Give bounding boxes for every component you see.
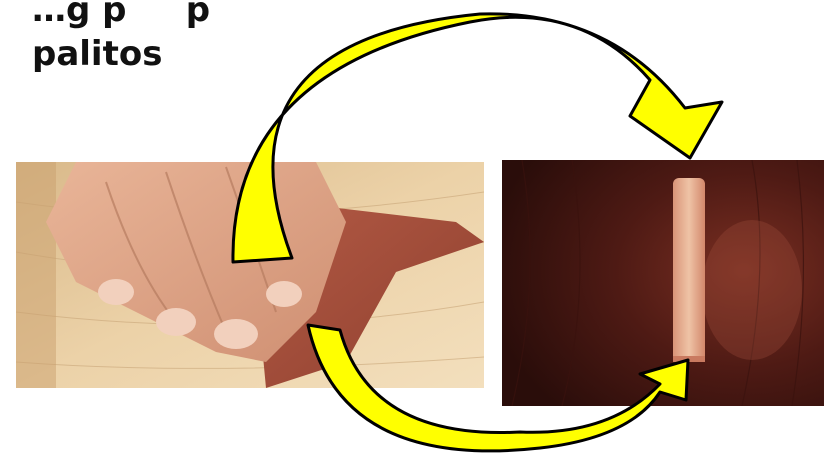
top-curved-arrow [233, 14, 722, 262]
bottom-curved-arrow [308, 325, 688, 451]
